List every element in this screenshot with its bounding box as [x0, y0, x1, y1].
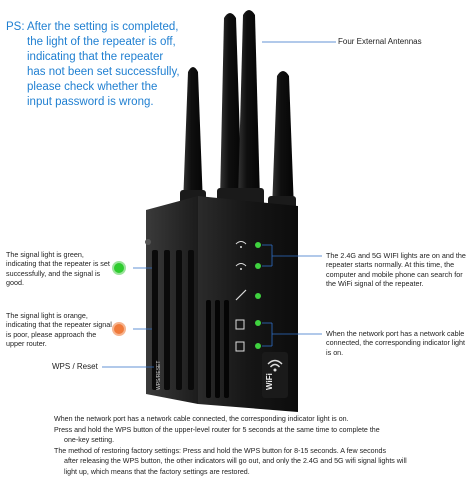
instruction-line: Press and hold the WPS button of the upp…: [54, 425, 380, 434]
instruction-line: after releasing the WPS button, the othe…: [64, 457, 407, 466]
antenna-4: [272, 71, 294, 210]
orange-indicator-dot: [112, 322, 126, 336]
green-signal-description: The signal light is green, indicating th…: [6, 250, 110, 288]
wifi-lights-description: The 2.4G and 5G WIFI lights are on and t…: [326, 251, 466, 289]
network-port-description: When the network port has a network cabl…: [326, 329, 466, 357]
antenna-label: Four External Antennas: [338, 37, 422, 46]
instruction-line: When the network port has a network cabl…: [54, 415, 349, 423]
instructions: When the network port has a network cabl…: [54, 414, 464, 478]
ps-tag: PS:: [6, 21, 25, 33]
instruction-line: one-key setting.: [64, 436, 115, 445]
indicator-lan-2: [235, 341, 261, 352]
ps-note-text: After the setting is completed, the ligh…: [27, 21, 180, 108]
indicator-5g: [235, 263, 261, 270]
green-indicator-dot: [112, 261, 126, 275]
instruction-line: The method of restoring factory settings…: [54, 446, 387, 455]
callout-lines: [102, 41, 336, 368]
wps-reset-label: WPS / Reset: [52, 362, 98, 371]
antenna-2: [220, 13, 242, 200]
ps-note: PS: After the setting is completed, the …: [6, 20, 184, 110]
wifi-brand-text: WiFi: [265, 373, 274, 390]
instruction-line: light up, which means that the factory s…: [64, 467, 250, 476]
orange-signal-description: The signal light is orange, indicating t…: [6, 311, 112, 349]
indicator-24g: [235, 241, 261, 248]
antenna-1: [183, 67, 203, 205]
antenna-3: [238, 10, 260, 200]
side-wps-text: WPS/RESET: [156, 361, 162, 390]
indicator-signal: [235, 289, 261, 301]
indicator-lan-1: [235, 319, 261, 330]
